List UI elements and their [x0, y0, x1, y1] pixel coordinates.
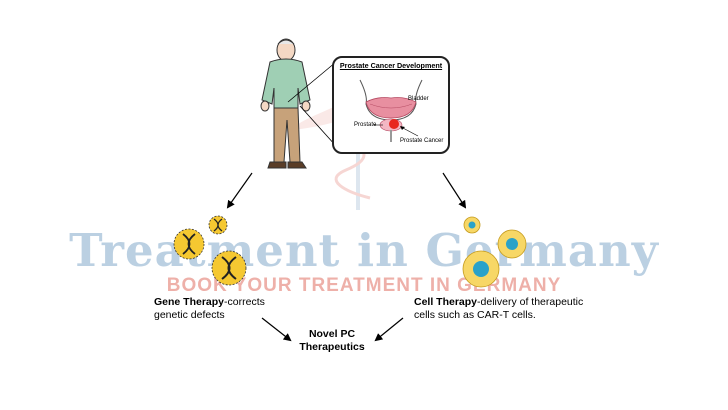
- cell-icon: [497, 229, 527, 259]
- arrow-icon: [442, 172, 467, 209]
- bladder-prostate-icon: [359, 79, 423, 142]
- watermark-subtitle: BOOK YOUR TREATMENT IN GERMANY: [166, 275, 562, 296]
- cell-icon: [462, 250, 500, 288]
- gene-therapy-title: Gene Therapy: [154, 296, 225, 308]
- prostate-cancer-label: Prostate Cancer: [400, 138, 444, 144]
- arrow-icon: [226, 172, 253, 209]
- cell-therapy-title: Cell Therapy: [414, 296, 478, 308]
- gene-therapy-desc-2: genetic defects: [154, 309, 225, 321]
- cell-therapy-desc-1: -delivery of therapeutic: [477, 296, 584, 308]
- outcome-line-2: Therapeutics: [299, 341, 365, 353]
- prostate-label: Prostate: [354, 122, 377, 128]
- outcome-line-1: Novel PC: [308, 328, 356, 340]
- cell-therapy-desc-2: cells such as CAR-T cells.: [414, 309, 536, 321]
- dna-icon: [173, 228, 205, 260]
- cell-therapy-caption: Cell Therapy-delivery of therapeutic cel…: [414, 296, 583, 322]
- dna-icon: [208, 215, 228, 235]
- novel-pc-therapeutics-label: Novel PC Therapeutics: [282, 328, 382, 354]
- prostate-callout-panel: Prostate Cancer Development Bladder Pros…: [332, 56, 450, 154]
- gene-therapy-caption: Gene Therapy-corrects genetic defects: [154, 296, 265, 322]
- cell-icon: [463, 216, 481, 234]
- watermark-title: Treatment in Germany: [69, 224, 659, 277]
- gene-therapy-desc-1: -corrects: [224, 296, 265, 308]
- dna-icon: [211, 250, 247, 286]
- callout-title: Prostate Cancer Development: [339, 61, 443, 70]
- arrow-icon: [261, 317, 292, 342]
- arrow-icon: [374, 317, 404, 342]
- bladder-label: Bladder: [408, 96, 429, 102]
